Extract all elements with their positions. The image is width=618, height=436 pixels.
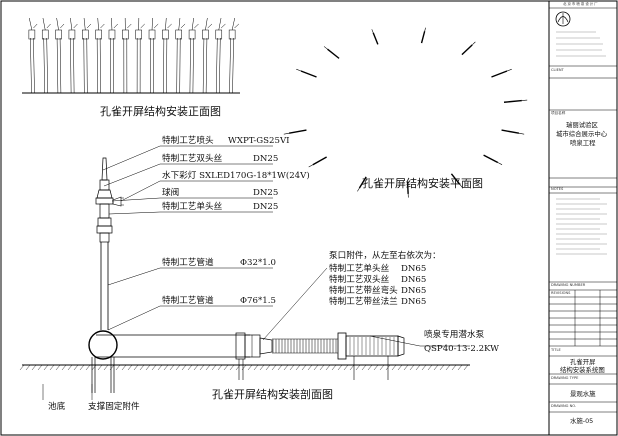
drawing-type-label: DRAWING TYPE [551, 376, 579, 380]
label-nozzle-spec: WXPT-GS25VI [228, 136, 290, 146]
notes-text-lines [556, 198, 607, 255]
plan-view-nozzle [503, 99, 528, 103]
label-single-thread-spec: DN25 [253, 202, 279, 212]
pump-fitting-spec: DN65 [401, 286, 427, 296]
label-nozzle-name: 特制工艺喷头 [162, 136, 214, 146]
company-header: 北 京 市 喷 泉 设 计 厂 [563, 2, 598, 6]
revisions-label: REVISIONS [551, 291, 571, 295]
front-view-nozzle [202, 17, 213, 94]
front-view-nozzle [55, 17, 65, 94]
plan-view-drawing [283, 27, 528, 198]
pump-fitting-name: 特制工艺单头丝 [329, 264, 390, 274]
plan-view-nozzle [491, 68, 512, 78]
plan-view-nozzle [483, 154, 503, 165]
label-underwater-light: 水下彩灯 SXLED170G-18*1W(24V) [162, 171, 310, 181]
pump-label: 喷泉专用潜水泵 [424, 330, 485, 340]
front-view-drawing [22, 17, 240, 94]
pump-fitting-name: 特制工艺双头丝 [329, 275, 390, 285]
label-single-thread-name: 特制工艺单头丝 [162, 202, 223, 212]
project-name-line: 城市综合展示中心 [556, 130, 608, 138]
client-label: CLIENT [551, 68, 564, 72]
plan-view-nozzle [501, 129, 525, 135]
plan-view-nozzle [420, 27, 426, 44]
front-view-nozzle [228, 17, 240, 94]
contact-info-lines [556, 31, 606, 57]
pump-fittings-heading: 泵口附件，从左至右依次为： [329, 251, 441, 261]
title-block-grid [549, 7, 617, 413]
front-view-nozzle [122, 17, 132, 94]
front-view-title: 孔雀开屏结构安装正面图 [100, 105, 221, 118]
front-view-nozzle [188, 17, 199, 94]
support-label: 支撑固定附件 [88, 402, 140, 412]
front-view-nozzle [135, 17, 145, 94]
pump-fitting-spec: DN65 [401, 264, 427, 274]
front-view-nozzle [41, 17, 51, 94]
label-pipe-large-spec: Φ76*1.5 [240, 296, 276, 306]
front-view-nozzle [95, 17, 105, 94]
drawing-number-label: DRAWING NUMBER [551, 283, 586, 287]
drawing-title-line: 孔雀开屏 [570, 358, 596, 366]
plan-view-nozzle [296, 68, 317, 78]
plan-view-nozzle [323, 46, 340, 59]
drawing-type-value: 景观水施 [570, 390, 596, 398]
leader-lines [42, 145, 470, 400]
label-pipe-small-name: 特制工艺管道 [162, 258, 214, 268]
label-pipe-large-name: 特制工艺管道 [162, 296, 214, 306]
front-view-nozzle [108, 17, 119, 94]
section-view-drawing [19, 157, 470, 393]
front-view-nozzle [82, 17, 92, 94]
plan-view-nozzle [406, 181, 409, 198]
plan-view-nozzle [461, 41, 476, 56]
drawing-no-value: 水施-05 [570, 417, 594, 425]
pool-bottom-label: 池底 [48, 402, 66, 412]
label-double-thread-spec: DN25 [253, 154, 279, 164]
front-view-nozzle [162, 17, 172, 94]
plan-view-nozzle [357, 176, 367, 192]
title-label: TITLE [551, 348, 561, 352]
label-ball-valve-spec: DN25 [253, 188, 279, 198]
pump-fitting-name: 特制工艺带丝法兰 [329, 297, 398, 307]
project-label: 项目名称 [551, 111, 566, 115]
pump-fitting-spec: DN65 [401, 275, 427, 285]
company-logo [555, 11, 571, 27]
label-pipe-small-spec: Φ32*1.0 [240, 258, 276, 268]
pump-fitting-name: 特制工艺带丝弯头 [329, 286, 398, 296]
front-view-nozzle [28, 17, 38, 94]
pump-model: QSP40-13-2.2KW [424, 344, 500, 354]
front-view-nozzle [215, 17, 226, 94]
drawing-no-label: DRAWING NO. [551, 404, 577, 408]
notes-label: NOTES [551, 187, 564, 191]
plan-view-nozzle [371, 29, 379, 45]
pump-fitting-spec: DN65 [401, 297, 427, 307]
front-view-nozzle [175, 17, 186, 94]
plan-view-nozzle [283, 129, 307, 135]
label-double-thread-name: 特制工艺双头丝 [162, 154, 223, 164]
plan-view-nozzle [308, 156, 327, 168]
drawing-title-line: 结构安装系统图 [560, 366, 605, 374]
section-view-title: 孔雀开屏结构安装剖面图 [212, 388, 333, 401]
front-view-nozzle [68, 17, 78, 94]
plan-view-nozzle [450, 173, 463, 188]
label-ball-valve-name: 球阀 [162, 188, 180, 198]
front-view-nozzle [148, 17, 159, 94]
project-name-line: 喷泉工程 [570, 139, 596, 147]
project-name-line: 瑞丽试验区 [566, 121, 598, 129]
plan-view-title: 孔雀开屏结构安装平面图 [362, 177, 483, 190]
